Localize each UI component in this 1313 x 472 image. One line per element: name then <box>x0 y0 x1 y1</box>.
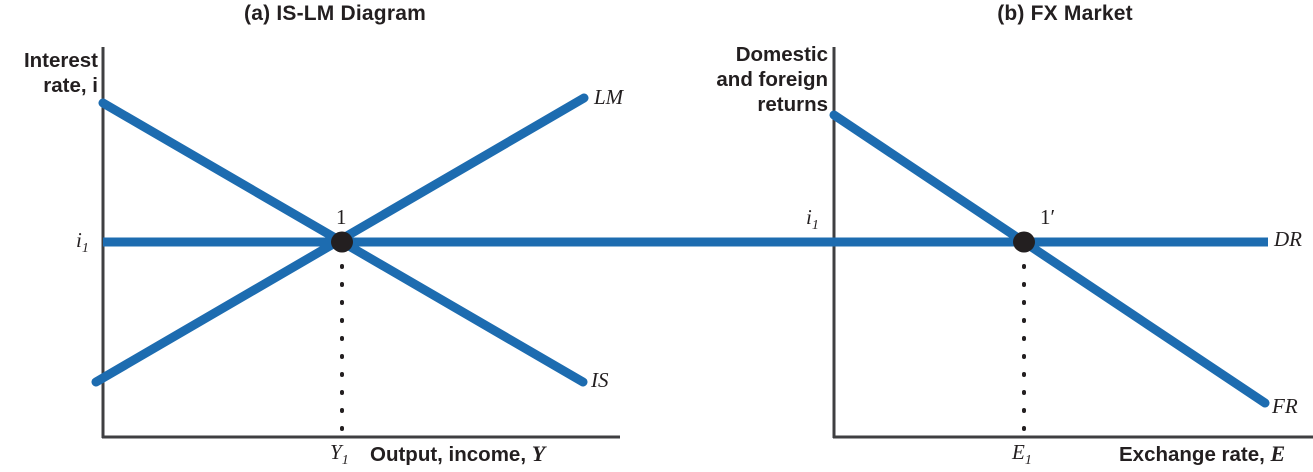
panel-a-y-tick-symbol: i <box>76 228 82 252</box>
panel-b-x-axis-label-text: Exchange rate, <box>1119 443 1271 466</box>
panel-b-x-tick-e1: E1 <box>1012 440 1032 469</box>
panel-b-y-axis-label: Domestic and foreign returns <box>716 43 828 116</box>
panel-a-y-tick-i1: i1 <box>76 228 89 257</box>
panel-b-x-tick-symbol: E <box>1012 440 1025 464</box>
panel-a-y-axis-label: Interest rate, i <box>23 49 98 97</box>
dr-curve-label: DR <box>1274 227 1302 251</box>
panel-b-x-tick-subscript: 1 <box>1024 453 1032 469</box>
is-curve-label: IS <box>591 368 609 392</box>
panel-a-equilibrium-point <box>331 231 353 253</box>
fr-curve <box>829 110 1270 408</box>
panel-b-title: (b) FX Market <box>997 2 1133 25</box>
panel-a-x-tick-symbol: Y <box>330 440 342 464</box>
fr-curve-label: FR <box>1272 394 1298 418</box>
panel-a-title: (a) IS-LM Diagram <box>244 2 426 25</box>
panel-a-x-axis-variable: Y <box>531 441 546 466</box>
panel-b-y-tick-i1: i1 <box>806 205 819 234</box>
panel-b-y-tick-subscript: 1 <box>811 218 819 234</box>
panel-a-x-tick-y1: Y1 <box>330 440 349 469</box>
panel-b-equilibrium-point <box>1013 231 1035 253</box>
panel-b-equilibrium-label: 1′ <box>1040 205 1056 229</box>
panel-a-x-axis-label: Output, income, Y <box>370 441 545 467</box>
panel-a-equilibrium-label: 1 <box>336 205 347 229</box>
panel-a-y-tick-subscript: 1 <box>81 241 89 257</box>
lm-curve-label: LM <box>594 85 624 109</box>
panel-b-x-axis-label: Exchange rate, E <box>1119 441 1285 467</box>
panel-b-y-tick-symbol: i <box>806 205 812 229</box>
panel-a-x-axis-label-text: Output, income, <box>370 443 532 466</box>
panel-a-x-tick-subscript: 1 <box>341 453 349 469</box>
panel-b-x-axis-variable: E <box>1270 441 1286 466</box>
